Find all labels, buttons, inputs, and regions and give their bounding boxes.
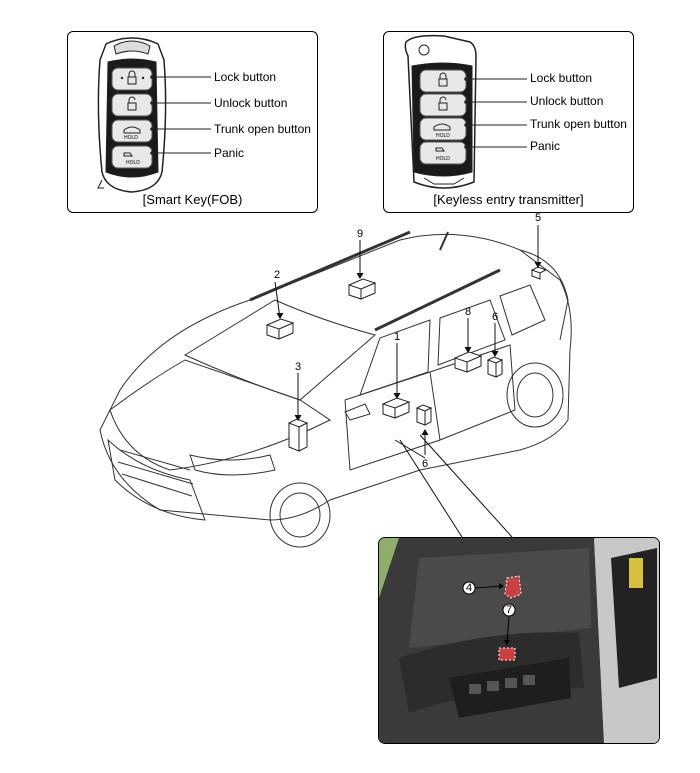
callout-1: 1: [393, 331, 401, 343]
roof-antenna: [439, 231, 449, 251]
keyless-bottom-tab: [423, 177, 465, 185]
smart-key-label-unlock: Unlock button: [214, 96, 288, 110]
callout-9: 9: [356, 228, 364, 240]
keyless-unlock-btn: [419, 93, 467, 117]
module-1: [381, 397, 411, 419]
callout-2: 2: [273, 269, 281, 281]
windshield: [183, 299, 377, 401]
callout-leaders: [274, 225, 542, 538]
headlight: [189, 454, 276, 476]
front-wheel: [269, 482, 331, 548]
hold-panic-icon: [435, 147, 445, 152]
smart-key-drawing: HOLD HOLD: [97, 37, 211, 193]
smart-key-unlock-btn: [111, 93, 153, 117]
keyless-caption: [Keyless entry transmitter]: [433, 192, 584, 207]
warning-sticker: [629, 558, 643, 588]
front-grille: [107, 438, 206, 521]
rear-wheel-rim: [516, 372, 554, 418]
keyless-lock-btn: [419, 69, 467, 93]
keyless-panic-hold-text: HOLD: [436, 156, 450, 162]
module-5: [530, 266, 548, 280]
hold-trunk-icon: [433, 123, 451, 131]
callout-3: 3: [294, 361, 302, 373]
hood: [109, 359, 331, 471]
door-panel-photo-inset: 4 7: [378, 537, 660, 744]
door-upper-trim: [409, 548, 591, 648]
lock-switch-highlight: [498, 647, 516, 661]
unlock-icon: [438, 96, 448, 111]
callout-5: 5: [534, 212, 542, 224]
callout-7: 7: [505, 604, 513, 616]
grille-bars: [117, 449, 194, 497]
smart-key-lock-btn: [111, 67, 153, 91]
keyless-drawing: HOLD HOLD: [404, 34, 527, 189]
module-6-rear: [486, 356, 504, 378]
roof-rail-right: [374, 268, 501, 332]
keyless-label-panic: Panic: [530, 139, 561, 153]
quarter-window: [499, 284, 546, 336]
window-switches: [469, 675, 535, 694]
lock-icon: [127, 70, 137, 85]
module-6-front: [415, 404, 433, 426]
keyless-label-unlock: Unlock button: [530, 94, 604, 108]
smart-key-label-trunk: Trunk open button: [214, 122, 311, 136]
smart-key-ring-slot: [113, 40, 151, 55]
module-3: [287, 418, 309, 452]
tailgate: [519, 249, 569, 341]
hold-trunk-icon: [123, 126, 141, 134]
smart-key-trunk-hold-text: HOLD: [124, 135, 138, 141]
callout-6-rear: 6: [491, 311, 499, 323]
smart-key-caption: [Smart Key(FOB): [142, 192, 243, 207]
door-handle-highlight: [504, 575, 522, 599]
keyless-release-button: [418, 44, 430, 56]
roof-rail-left: [249, 230, 411, 302]
module-2: [265, 318, 295, 340]
module-9: [347, 278, 377, 300]
front-wheel-rim: [279, 492, 321, 538]
side-mirror: [344, 403, 371, 421]
rear-side-window: [437, 299, 506, 366]
smart-key-label-panic: Panic: [214, 146, 245, 160]
keyless-label-trunk: Trunk open button: [530, 117, 627, 131]
callout-8: 8: [464, 306, 472, 318]
module-8: [453, 351, 483, 373]
unlock-icon: [127, 96, 137, 111]
smart-key-trunk-btn: [111, 119, 153, 143]
keyless-panic-btn: [419, 141, 467, 165]
module-boxes: [265, 266, 548, 452]
callout-6-front: 6: [421, 458, 429, 470]
keyless-transmitter-panel: HOLD HOLD Lock button Unlock button Trun…: [383, 31, 634, 213]
smart-key-label-lock: Lock button: [214, 70, 277, 84]
smart-key-panel: HOLD HOLD Lock button Unlock button Trun…: [67, 31, 318, 213]
keyless-label-lock: Lock button: [530, 71, 593, 85]
rear-wheel: [506, 362, 564, 428]
callout-4: 4: [465, 582, 473, 594]
door-opening-shadow: [611, 548, 657, 688]
smart-key-panic-btn: [111, 145, 153, 169]
keyless-trunk-hold-text: HOLD: [436, 133, 450, 139]
hold-panic-icon: [123, 152, 133, 157]
door-panel-photo: [379, 538, 659, 743]
smart-key-tab: [97, 179, 104, 189]
smart-key-panic-hold-text: HOLD: [126, 160, 140, 166]
lock-icon: [438, 72, 448, 87]
front-side-window: [359, 319, 431, 396]
keyless-trunk-btn: [419, 117, 467, 141]
